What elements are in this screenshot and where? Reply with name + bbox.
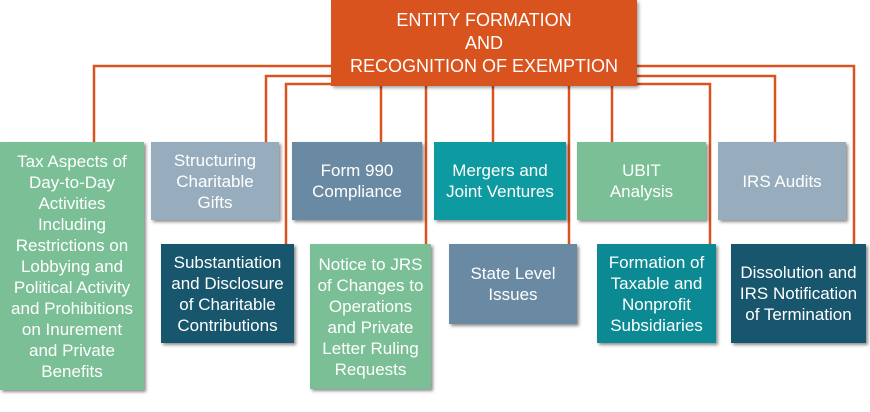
connector-substantiation [284,82,331,244]
connector-irs-audits [637,74,777,142]
connector-tax-aspects [92,64,331,142]
connector-dissolution [637,64,856,244]
connector-formation-subs [637,82,712,244]
connector-structuring [264,74,331,142]
node-mergers-and-joint-ventures: Mergers and Joint Ventures [434,142,566,220]
node-structuring-charitable-gifts: Structuring Charitable Gifts [151,142,279,220]
node-irs-audits: IRS Audits [718,142,846,220]
node-form-990-compliance: Form 990 Compliance [292,142,422,220]
root-node: ENTITY FORMATION AND RECOGNITION OF EXEM… [331,0,637,86]
node-dissolution-and-irs-notification: Dissolution and IRS Notification of Term… [731,244,866,343]
node-substantiation-and-disclosure: Substantiation and Disclosure of Charita… [161,244,294,343]
node-tax-aspects: Tax Aspects of Day-to-Day Activities Inc… [0,142,144,390]
node-state-level-issues: State Level Issues [449,244,577,324]
node-ubit-analysis: UBIT Analysis [577,142,706,220]
node-formation-of-subsidiaries: Formation of Taxable and Nonprofit Subsi… [597,244,716,343]
node-notice-to-jrs: Notice to JRS of Changes to Operations a… [310,244,431,389]
